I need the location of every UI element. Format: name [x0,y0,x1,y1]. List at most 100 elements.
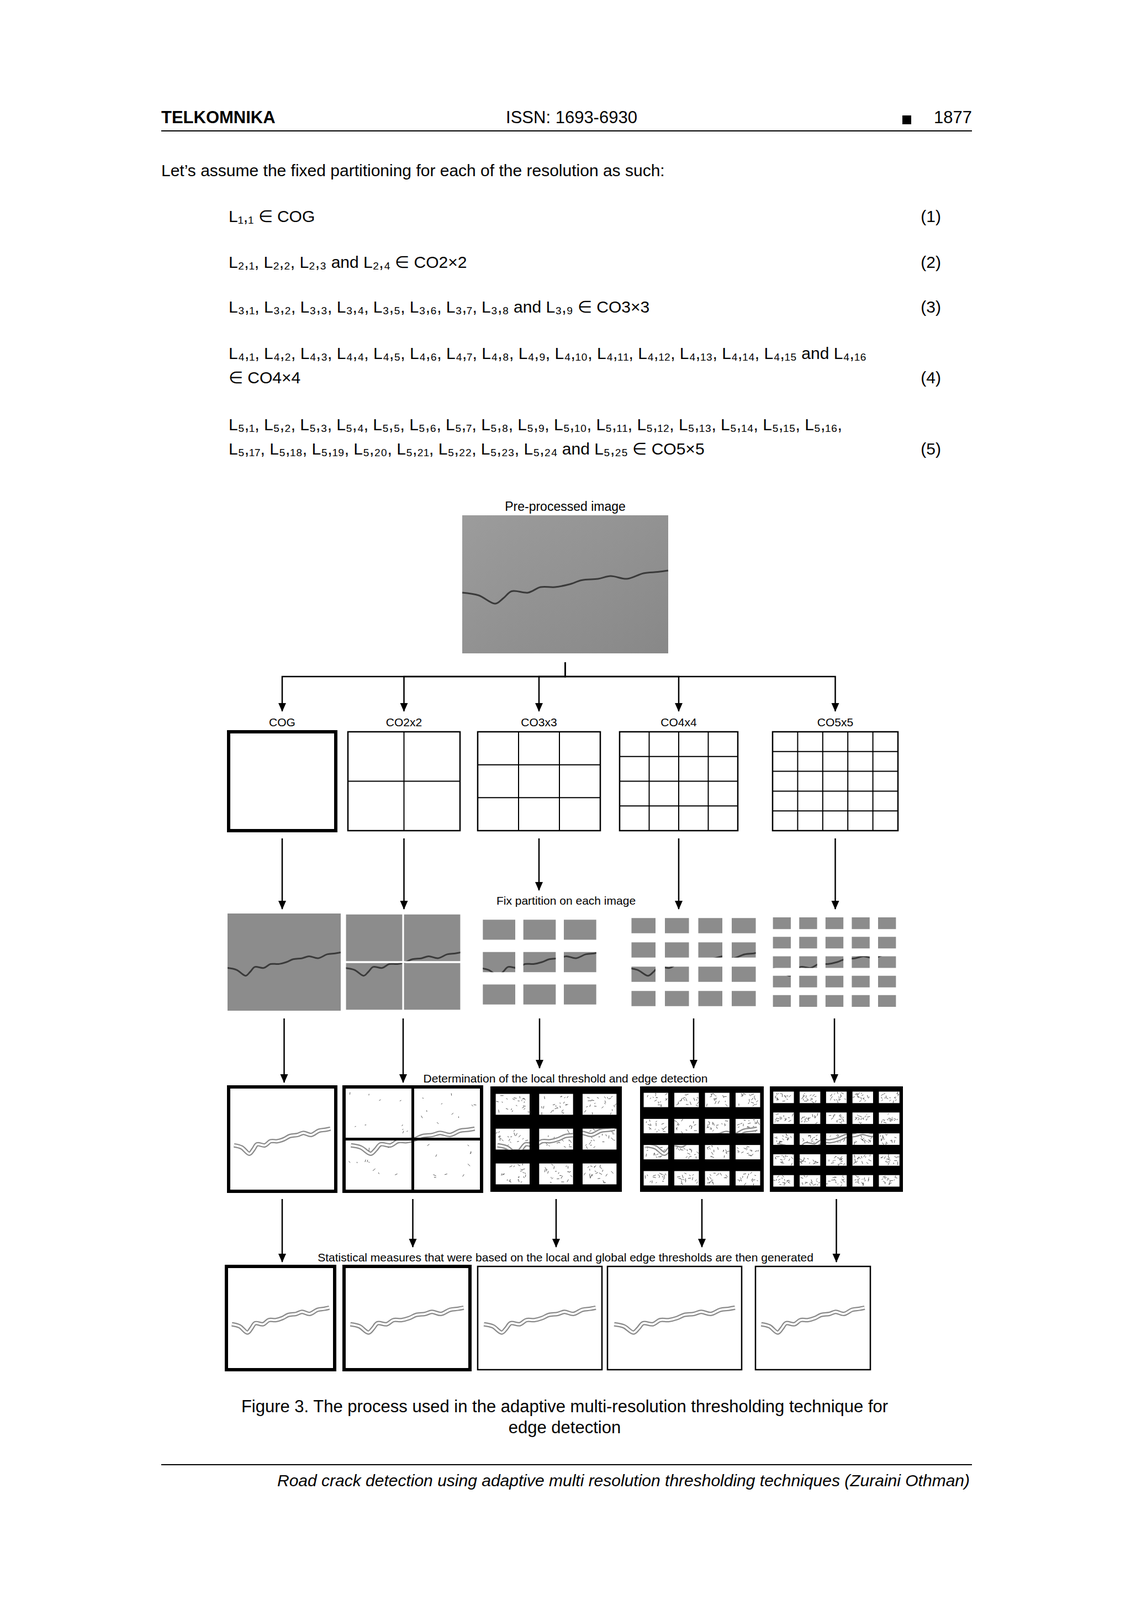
noise-edge [601,1133,603,1136]
noise-edge [421,1115,423,1118]
equation-number: (5) [885,436,942,462]
tile-group [227,913,341,1011]
noise-edge [784,1095,787,1098]
noise-edge [737,1151,739,1154]
partition-grid [477,731,601,831]
noise-edge [779,1116,781,1120]
grid-line [477,796,601,798]
noise-edge [661,1173,663,1175]
noise-edge [777,1097,778,1100]
edge-tile [495,1093,530,1115]
noise-edge [527,1111,531,1113]
edge-tile [705,1144,730,1160]
noise-edge [880,1093,884,1096]
noise-edge [665,1098,668,1101]
noise-edge [752,1103,755,1107]
noise-edge [804,1161,806,1163]
noise-edge [553,1166,555,1170]
noise-edge [811,1140,813,1143]
row-label: Statistical measures that were based on … [317,1250,814,1265]
flow-arrow [411,1198,414,1247]
edge-tile [735,1144,760,1160]
noise-edge [812,1159,815,1162]
noise-edge [592,1112,593,1114]
noise-edge [562,1112,565,1114]
noise-edge [841,1092,844,1094]
crack-edge-inner [483,1307,596,1333]
noise-edge [837,1135,840,1137]
noise-edge [715,1100,717,1104]
noise-edge [707,1124,708,1126]
noise-edge [833,1114,836,1115]
noise-edge [775,1113,778,1115]
noise-edge [713,1122,715,1126]
noise-edge [368,1147,371,1151]
noise-edge [590,1099,593,1102]
noise-edge [712,1181,715,1185]
noise-edge [780,1092,782,1094]
noise-edge [806,1121,808,1122]
result-ground [607,1266,742,1370]
crack-edge [231,1307,330,1333]
noise-edge [840,1157,842,1161]
noise-edge [815,1138,817,1140]
noise-edge [880,1138,882,1141]
noise-edge [802,1183,803,1185]
noise-edge [567,1129,569,1132]
noise-edge [676,1103,680,1106]
flow-arrow [538,662,566,712]
noise-edge [844,1098,846,1100]
noise-edge [676,1146,678,1150]
noise-edge [522,1105,526,1107]
noise-edge [590,1165,593,1167]
noise-edge [802,1098,805,1101]
edge-tile [852,1154,874,1166]
noise-edge [857,1179,859,1183]
equation: L₁,₁ ∈ COG [228,204,881,229]
noise-edge [857,1114,859,1117]
noise-edge [663,1177,665,1180]
noise-edge [852,1096,855,1098]
page-number: 1877 [916,107,972,128]
noise-edge [781,1177,782,1179]
noise-edge [743,1173,747,1175]
noise-edge [658,1155,662,1157]
noise-edge [838,1163,840,1166]
noise-edge [723,1096,727,1097]
noise-edge [502,1172,505,1176]
noise-edge [741,1179,742,1182]
crack-edge [483,1307,596,1333]
equation-number: (4) [885,365,942,390]
noise-edge [467,1163,470,1166]
noise-edge [520,1170,522,1172]
noise-edge [841,1175,844,1177]
noise-edge [587,1100,591,1101]
noise-edge [677,1124,678,1125]
noise-edge [833,1098,835,1101]
noise-edge [725,1151,727,1154]
noise-edge [725,1120,729,1122]
noise-edge [713,1098,717,1100]
noise-edge [775,1155,778,1157]
noise-edge [854,1118,856,1120]
noise-edge [885,1142,887,1145]
noise-edge [788,1158,790,1161]
noise-edge [681,1180,683,1184]
edge-map [228,1086,336,1192]
noise-edge [805,1181,808,1183]
noise-edge [498,1136,501,1138]
edge-tile [705,1170,730,1186]
noise-edge [662,1175,664,1178]
noise-edge [518,1134,521,1138]
noise-edge [610,1137,614,1140]
noise-edge [894,1119,896,1122]
noise-edge [780,1159,784,1160]
noise-edge [696,1151,700,1154]
noise-edge [809,1183,811,1186]
edge-tile [852,1091,874,1104]
noise-edge [855,1175,858,1178]
noise-edge [694,1154,696,1156]
noise-edge [706,1182,711,1184]
noise-edge [707,1121,710,1123]
noise-edge [556,1178,560,1180]
